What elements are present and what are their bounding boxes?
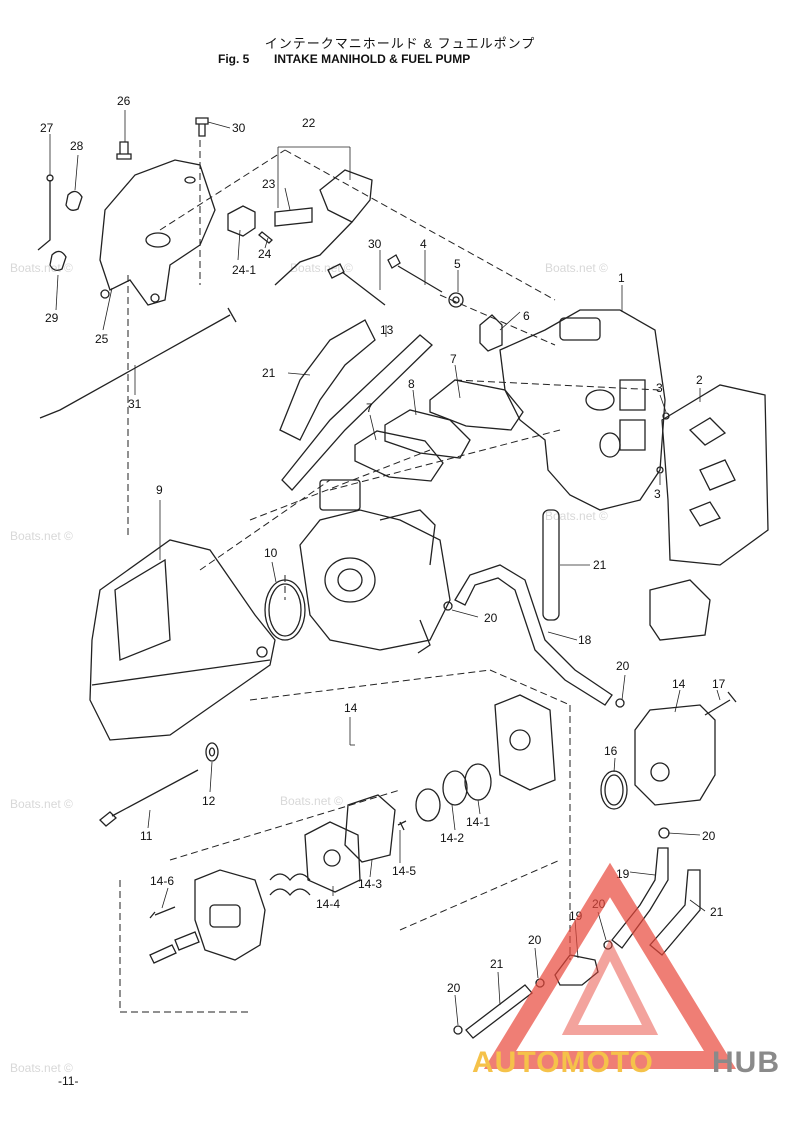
watermark: Boats.net © xyxy=(10,261,73,275)
callout-1: 1 xyxy=(618,271,625,285)
callout-32: 30 xyxy=(368,237,382,251)
watermark-layer: Boats.net © Boats.net © Boats.net © Boat… xyxy=(10,261,608,1075)
callout-31: 30 xyxy=(232,121,246,135)
callout-30: 28 xyxy=(70,139,84,153)
callout-20: 20 xyxy=(702,829,716,843)
callout-24-1: 23 xyxy=(262,177,276,191)
callout-5: 5 xyxy=(454,257,461,271)
logo-text-hub: HUB xyxy=(712,1046,780,1079)
callout-20: 20 xyxy=(616,659,630,673)
callout-6: 6 xyxy=(523,309,530,323)
watermark: Boats.net © xyxy=(10,1061,73,1075)
figure-number: Fig. 5 xyxy=(218,52,250,66)
callout-18: 19 xyxy=(616,867,630,881)
callout-30: 29 xyxy=(45,311,59,325)
callout-17: 18 xyxy=(578,633,592,647)
callout-14-4: 14-4 xyxy=(316,897,340,911)
callout-3: 3 xyxy=(656,381,663,395)
callout-13: 13 xyxy=(380,323,394,337)
callout-21: 21 xyxy=(593,558,607,572)
callout-9: 9 xyxy=(156,483,163,497)
callout-12: 12 xyxy=(202,794,216,808)
callout-22: 21 xyxy=(490,957,504,971)
callout-4: 4 xyxy=(420,237,427,251)
parts-drawing xyxy=(37,117,769,1039)
callout-20: 20 xyxy=(484,611,498,625)
title-japanese: インテークマニホールド & フュエルポンプ xyxy=(264,36,536,51)
callout-7: 7 xyxy=(450,352,457,366)
callout-14-1: 14-1 xyxy=(466,815,490,829)
callout-21: 21 xyxy=(710,905,724,919)
watermark: Boats.net © xyxy=(290,261,353,275)
callout-labels: 26 27 28 29 30 22 23 24 24-1 25 31 30 4 … xyxy=(40,94,726,995)
page-number: -11- xyxy=(58,1074,79,1088)
callout-11: 11 xyxy=(140,829,153,843)
callout-8: 8 xyxy=(408,377,415,391)
leader-lines xyxy=(49,110,721,1026)
watermark: Boats.net © xyxy=(545,261,608,275)
callout-27: 25 xyxy=(95,332,109,346)
diagram-title: INTAKE MANIHOLD & FUEL PUMP xyxy=(274,52,471,66)
watermark: Boats.net © xyxy=(10,797,73,811)
watermark: Boats.net © xyxy=(280,794,343,808)
callout-15: 16 xyxy=(604,744,618,758)
callout-2: 2 xyxy=(696,373,703,387)
logo-text-automoto: AUTOMOTO xyxy=(472,1046,654,1079)
callout-33: 31 xyxy=(128,397,142,411)
callout-7: 7 xyxy=(366,401,373,415)
watermark: Boats.net © xyxy=(545,509,608,523)
callout-14: 14 xyxy=(344,701,358,715)
callout-29: 27 xyxy=(40,121,54,135)
callout-20: 20 xyxy=(447,981,461,995)
callout-25: 24 xyxy=(258,247,272,261)
watermark: Boats.net © xyxy=(10,529,73,543)
callout-14-5: 14-5 xyxy=(392,864,416,878)
callout-14-3: 14-3 xyxy=(358,877,382,891)
automotohub-logo xyxy=(483,862,737,1069)
callout-3: 3 xyxy=(654,487,661,501)
callout-24: 22 xyxy=(302,116,316,130)
callout-23: 21 xyxy=(262,366,276,380)
callout-14-2: 14-2 xyxy=(440,831,464,845)
callout-14-6: 14-6 xyxy=(150,874,174,888)
callout-16: 17 xyxy=(712,677,726,691)
callout-14: 14 xyxy=(672,677,686,691)
callout-26: 24-1 xyxy=(232,263,256,277)
callout-28: 26 xyxy=(117,94,131,108)
callout-20: 20 xyxy=(528,933,542,947)
callout-10: 10 xyxy=(264,546,278,560)
